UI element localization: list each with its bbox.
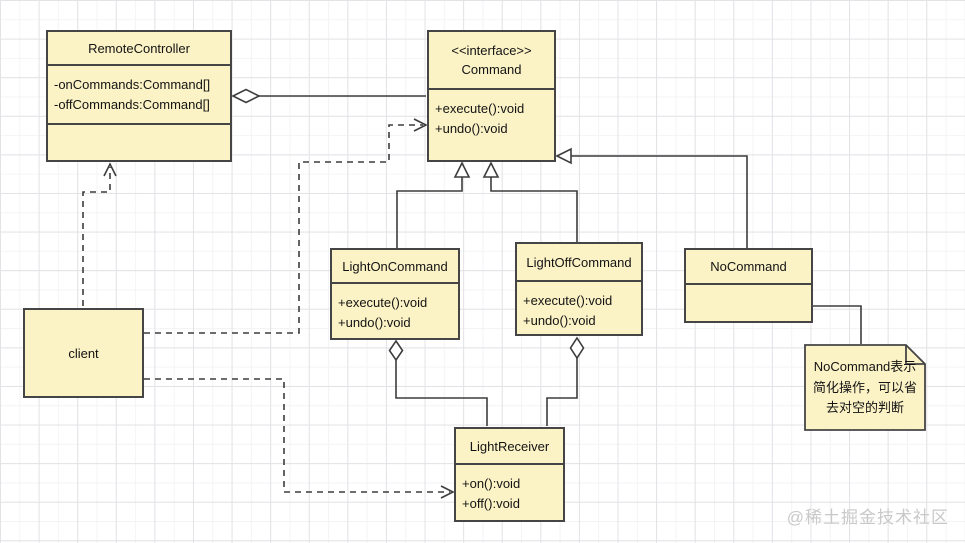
aggregation-diamond-icon: [231, 88, 261, 104]
attribute: -offCommands:Command[]: [54, 96, 210, 112]
open-arrow-icon: [440, 485, 455, 499]
open-arrow-icon: [103, 162, 117, 177]
aggregation-diamond-icon: [388, 339, 404, 362]
note-line: 去对空的判断: [825, 400, 904, 415]
note-shape: [804, 344, 926, 431]
class-name: Command: [461, 62, 522, 77]
edge-client-lightreceiver-dependency: [144, 378, 455, 499]
edge-remotecontroller-command-aggregation: [231, 88, 426, 104]
class-title: LightOffCommand: [526, 254, 632, 270]
class-nocommand: NoCommand: [684, 248, 813, 323]
note-nocommand-text: NoCommand表示 简化操作，可以省 去对空的判断: [806, 357, 924, 419]
class-client: client: [23, 308, 144, 398]
class-lightreceiver: LightReceiver +on():void +off():void: [454, 427, 565, 522]
class-methods: +execute():void +undo():void: [429, 88, 554, 160]
class-methods: +execute():void +undo():void: [332, 282, 458, 338]
class-methods: +execute():void +undo():void: [517, 280, 641, 334]
hollow-triangle-icon: [555, 147, 572, 165]
edge-lightoncommand-lightreceiver-aggregation: [388, 339, 488, 426]
aggregation-diamond-icon: [569, 336, 585, 360]
edge-lightoffcommand-lightreceiver-aggregation: [546, 336, 585, 426]
class-title: client: [68, 345, 99, 361]
attribute: -onCommands:Command[]: [54, 77, 211, 92]
class-methods: +on():void +off():void: [456, 463, 563, 520]
note-fold-icon: [905, 345, 925, 365]
method: +undo():void: [523, 312, 596, 328]
hollow-triangle-icon: [482, 161, 500, 178]
class-body-empty: [686, 283, 811, 321]
class-lightoffcommand: LightOffCommand +execute():void +undo():…: [515, 242, 643, 336]
class-remotecontroller: RemoteController -onCommands:Command[] -…: [46, 30, 232, 162]
class-title: LightReceiver: [469, 438, 550, 454]
method: +undo():void: [338, 314, 411, 330]
method: +execute():void: [435, 101, 525, 116]
note-line: NoCommand表示: [813, 359, 917, 374]
edge-client-remotecontroller-dependency: [82, 162, 117, 306]
method: +off():void: [462, 495, 520, 511]
stereotype-label: <<interface>>: [451, 43, 532, 58]
edge-client-command-dependency: [144, 118, 428, 334]
class-lightoncommand: LightOnCommand +execute():void +undo():v…: [330, 248, 460, 340]
method: +undo():void: [435, 120, 508, 136]
class-title: <<interface>> Command: [429, 32, 554, 88]
class-title: LightOnCommand: [342, 258, 448, 274]
hollow-triangle-icon: [453, 161, 471, 178]
edge-lightoncommand-command-generalization: [396, 161, 471, 248]
edge-nocommand-note-anchor: [813, 305, 862, 344]
method: +execute():void: [523, 293, 613, 308]
class-attributes: -onCommands:Command[] -offCommands:Comma…: [48, 64, 230, 123]
edge-lightoffcommand-command-generalization: [482, 161, 578, 242]
note-line: 简化操作，可以省: [812, 379, 917, 395]
open-arrow-icon: [413, 118, 428, 132]
class-methods-empty: [48, 123, 230, 160]
method: +on():void: [462, 476, 521, 491]
class-command-interface: <<interface>> Command +execute():void +u…: [427, 30, 556, 162]
watermark: @稀土掘金技术社区: [786, 508, 949, 527]
class-title: NoCommand: [710, 259, 787, 274]
class-title: RemoteController: [88, 40, 190, 56]
edge-nocommand-command-generalization: [555, 147, 748, 248]
method: +execute():void: [338, 295, 428, 310]
